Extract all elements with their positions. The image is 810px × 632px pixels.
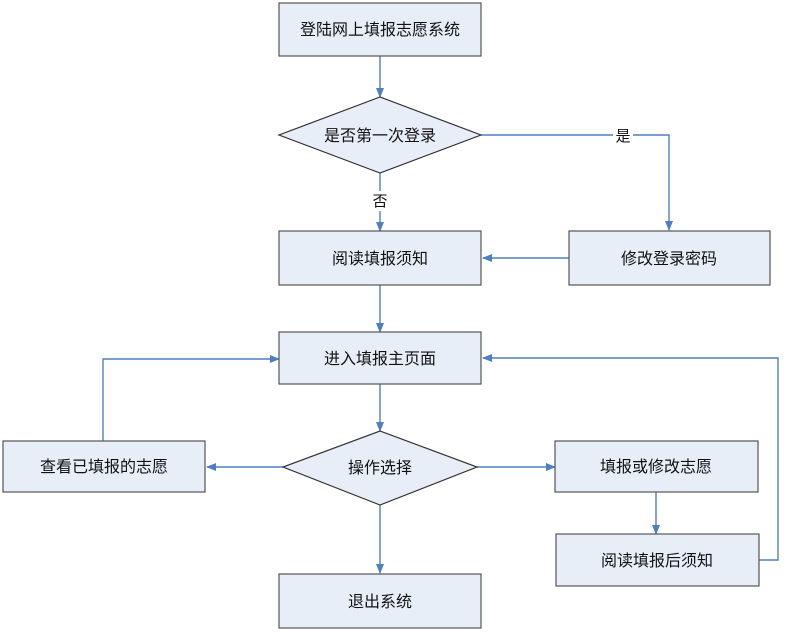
edges <box>102 56 779 574</box>
node-exit-system <box>278 573 482 629</box>
edge-first-login-yes <box>481 134 673 231</box>
node-read-instructions <box>278 230 482 286</box>
node-choose-operation-label: 操作选择 <box>348 458 412 477</box>
edge-label-yes-bg <box>613 126 633 146</box>
node-change-password-label: 修改登录密码 <box>621 249 717 268</box>
node-change-password <box>568 230 771 286</box>
node-first-login-question-label: 是否第一次登录 <box>324 126 436 145</box>
node-enter-main-page <box>278 331 482 385</box>
node-exit-system-label: 退出系统 <box>348 592 412 611</box>
node-first-login-question <box>277 96 483 174</box>
edge-read-after-to-main-page <box>482 354 779 561</box>
node-login-system <box>278 2 482 57</box>
node-enter-main-page-label: 进入填报主页面 <box>324 349 436 368</box>
node-view-submitted-label: 查看已填报的志愿 <box>40 457 168 476</box>
node-fill-or-modify <box>554 440 759 493</box>
edge-label-yes: 是 <box>615 127 630 145</box>
node-read-instructions-label: 阅读填报须知 <box>332 249 428 268</box>
edge-label-no: 否 <box>372 192 387 210</box>
nodes: 登陆网上填报志愿系统 是否第一次登录 阅读填报须知 修改登录密码 进入填报主页面… <box>2 2 771 629</box>
node-fill-or-modify-label: 填报或修改志愿 <box>600 457 712 476</box>
node-view-submitted <box>2 440 206 493</box>
edge-labels: 是 否 <box>370 126 633 211</box>
node-read-after-instructions <box>555 533 760 587</box>
node-login-system-label: 登陆网上填报志愿系统 <box>300 20 460 39</box>
edge-label-no-bg <box>370 191 390 211</box>
node-choose-operation <box>281 430 479 506</box>
edge-view-to-main-page <box>102 355 280 441</box>
node-read-after-instructions-label: 阅读填报后须知 <box>601 551 713 570</box>
